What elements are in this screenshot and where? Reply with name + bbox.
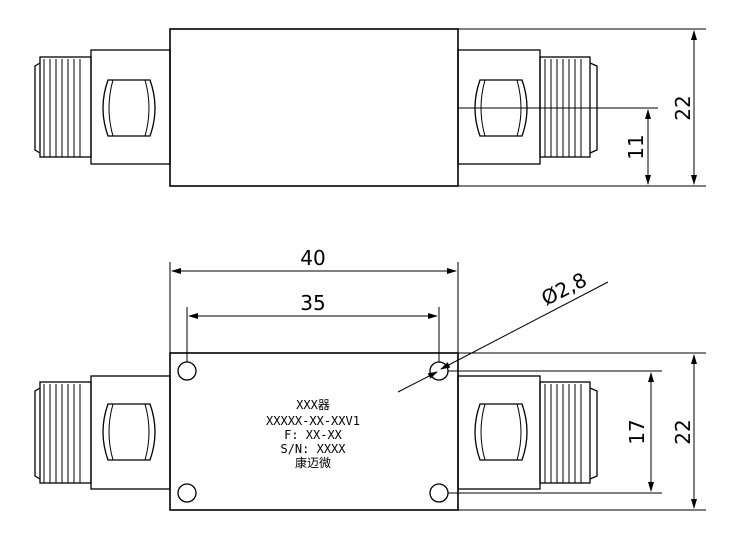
nameplate-line-3: F: XX-XX <box>284 428 343 442</box>
bottom-view: XXX器 XXXXX-XX-XXV1 F: XX-XX S/N: XXXX 康迈… <box>34 246 706 511</box>
dim-top-22: 22 <box>671 95 695 120</box>
dim-bottom-22: 22 <box>671 419 695 444</box>
top-body <box>169 28 459 187</box>
mounting-hole-bottom-right <box>429 483 449 503</box>
dim-17: 17 <box>625 419 649 444</box>
top-view: 22 11 <box>34 28 706 187</box>
bottom-right-connector <box>457 375 598 490</box>
mounting-hole-bottom-left <box>177 483 197 503</box>
diameter-leader <box>397 371 438 393</box>
nameplate-line-1: XXX器 <box>296 398 330 412</box>
diameter-leader-outer <box>440 281 609 370</box>
bottom-left-connector <box>34 375 171 490</box>
mounting-hole-top-right <box>429 361 449 381</box>
mounting-hole-top-left <box>177 361 197 381</box>
dim-35: 35 <box>300 291 325 315</box>
nameplate-line-4: S/N: XXXX <box>280 442 346 456</box>
nameplate-line-2: XXXXX-XX-XXV1 <box>266 414 360 428</box>
dim-top-11: 11 <box>624 134 648 159</box>
dim-40: 40 <box>300 246 325 270</box>
top-left-connector <box>34 49 171 165</box>
dim-hole-diameter: Ø2,8 <box>537 267 590 310</box>
top-right-connector <box>457 49 598 165</box>
nameplate-line-5: 康迈微 <box>295 455 331 470</box>
nameplate: XXX器 XXXXX-XX-XXV1 F: XX-XX S/N: XXXX 康迈… <box>266 398 360 470</box>
